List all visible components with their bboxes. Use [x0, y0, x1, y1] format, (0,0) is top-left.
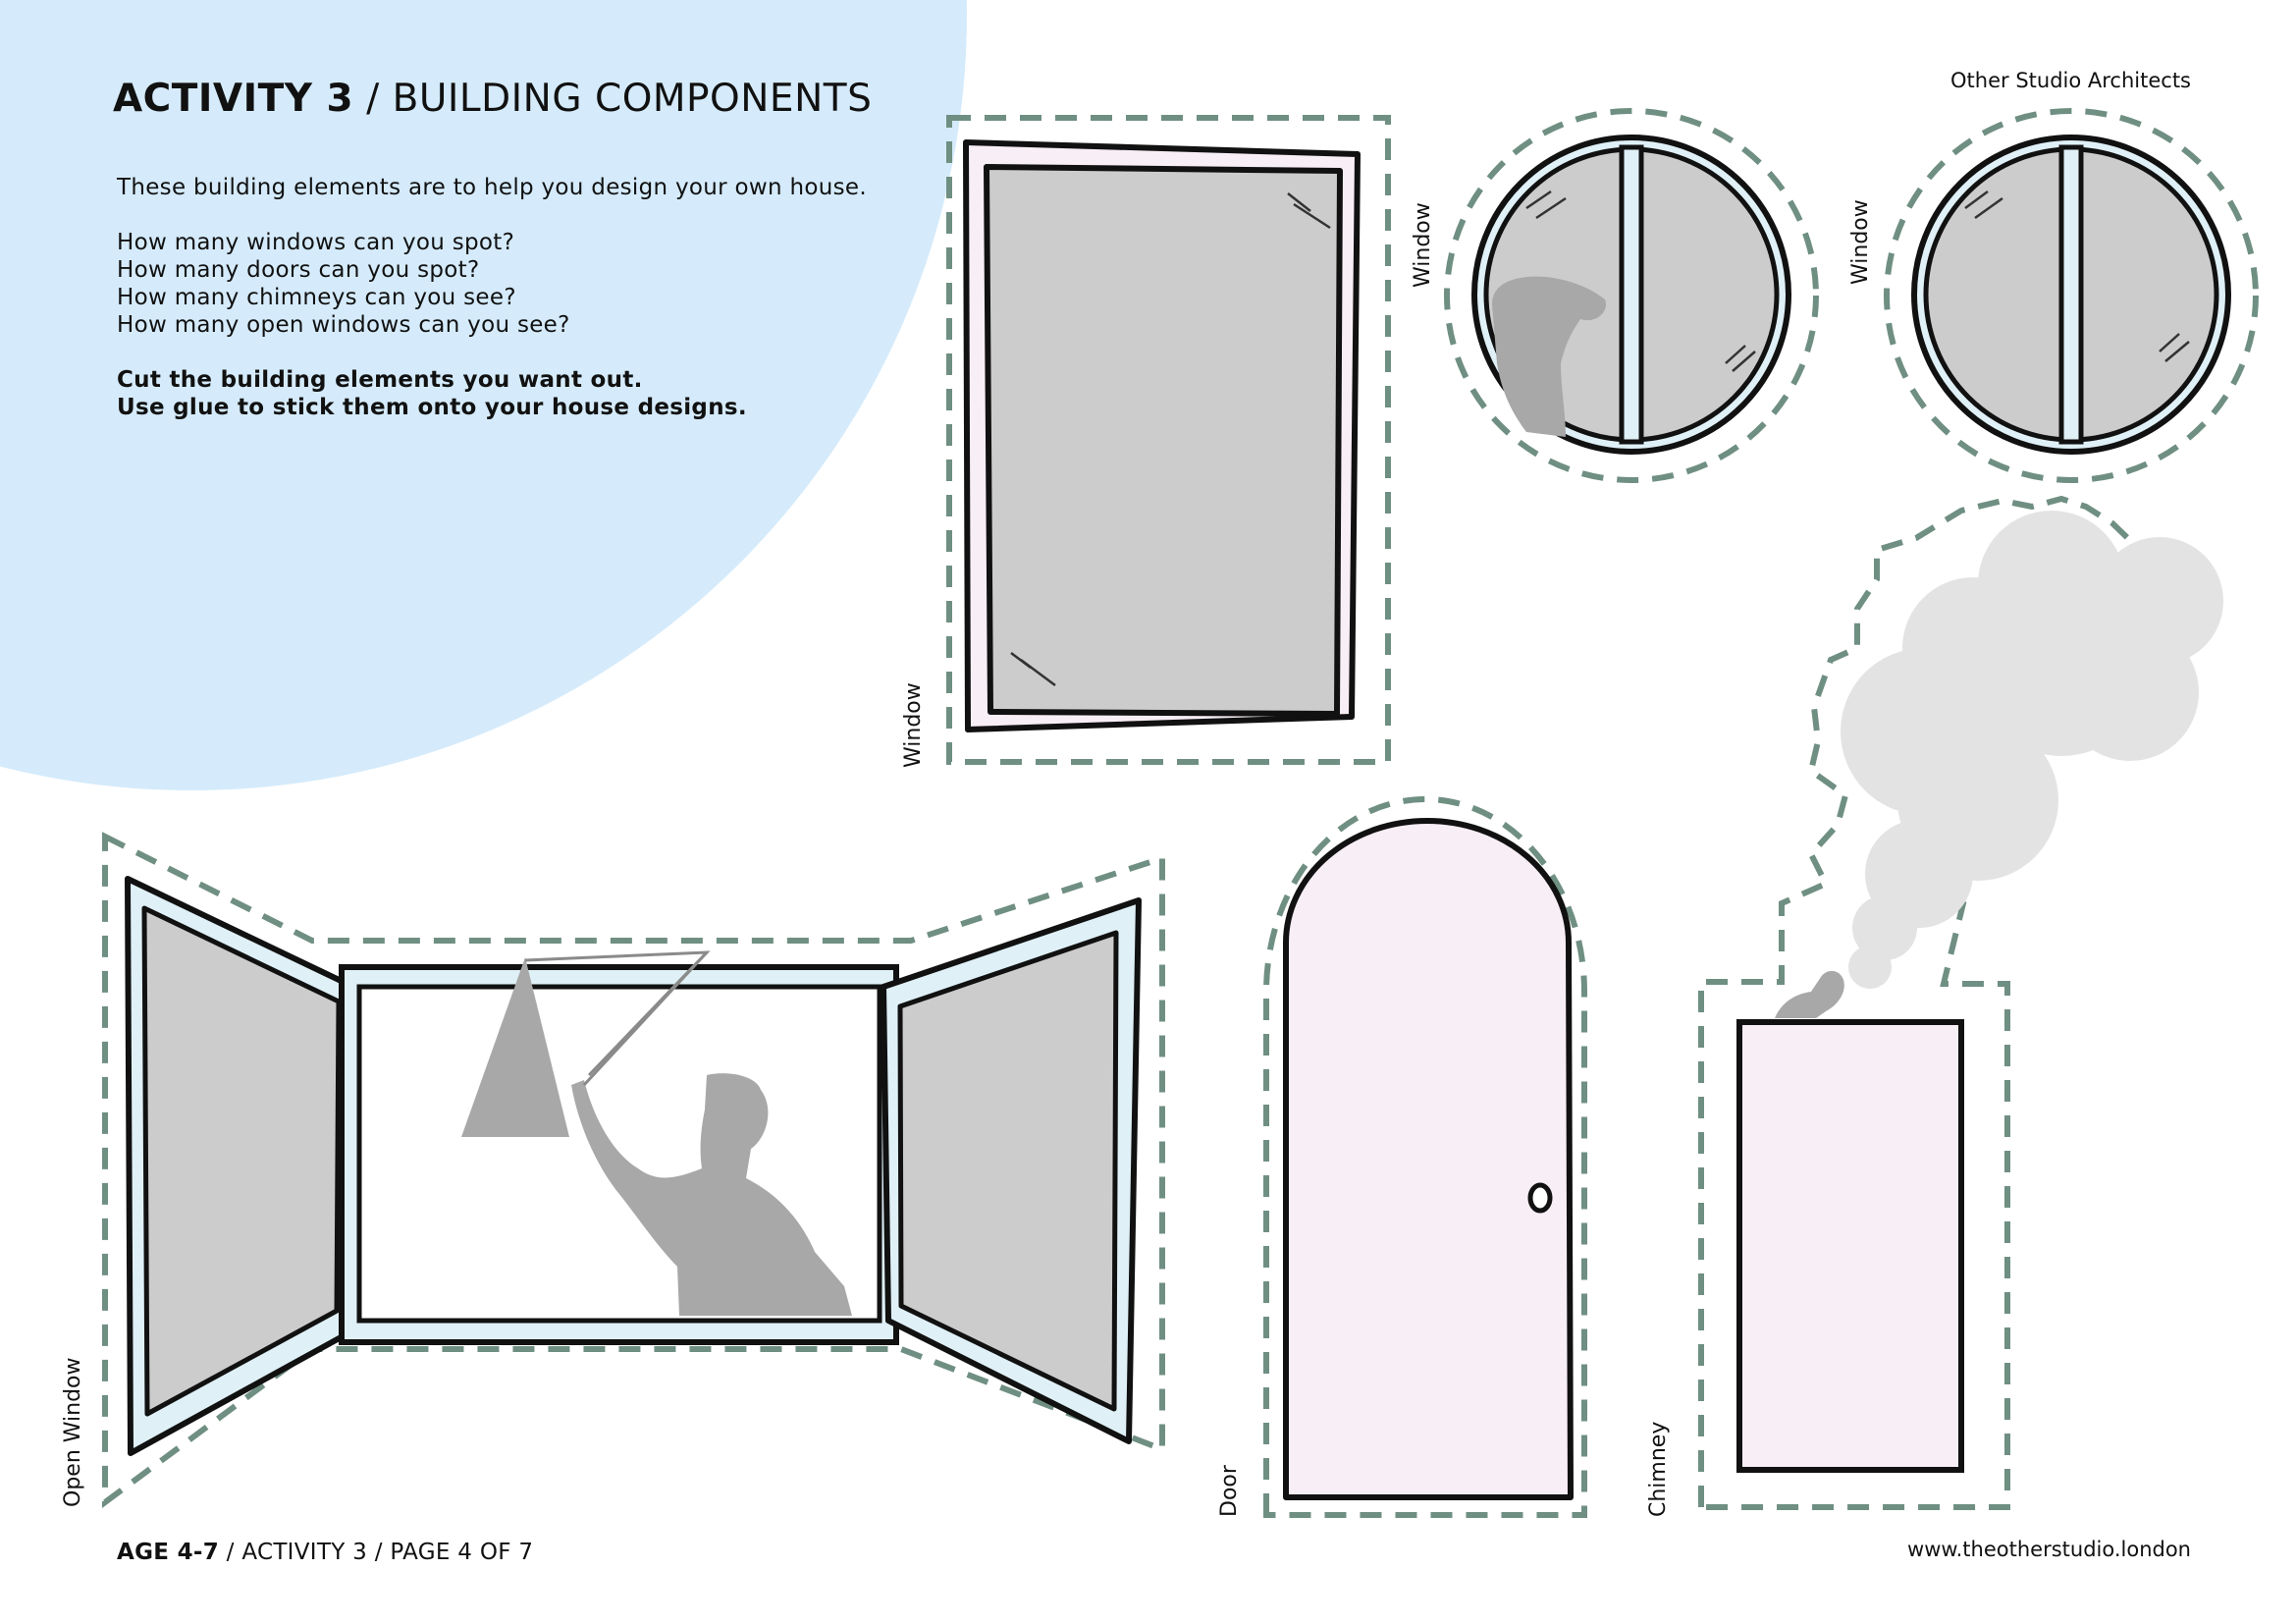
- label-open-window: Open Window: [61, 1357, 85, 1508]
- window-round-1: [1471, 135, 1791, 455]
- cut-line-window-round-2: [1884, 108, 2259, 483]
- background-circle: [0, 0, 967, 790]
- window-round-2: [1911, 135, 2231, 455]
- cut-line-open-window: [102, 832, 1165, 1508]
- cut-line-window-rect: [946, 115, 1391, 765]
- cut-line-door: [1263, 796, 1587, 1518]
- door: [1283, 818, 1574, 1500]
- label-window-rect: Window: [901, 682, 926, 768]
- cut-line-window-round-1: [1444, 108, 1819, 483]
- question-windows: How many windows can you spot?: [117, 230, 515, 255]
- footer-website: www.theotherstudio.london: [1907, 1538, 2191, 1561]
- footer-page-info: AGE 4-7 / ACTIVITY 3 / PAGE 4 OF 7: [117, 1540, 534, 1565]
- instruction-cut: Cut the building elements you want out.: [117, 367, 643, 393]
- label-chimney: Chimney: [1646, 1421, 1671, 1517]
- label-window-round-1: Window: [1411, 202, 1435, 288]
- open-window: [125, 876, 1142, 1456]
- studio-credit: Other Studio Architects: [1950, 69, 2191, 92]
- intro-text: These building elements are to help you …: [117, 174, 867, 421]
- label-door: Door: [1217, 1465, 1242, 1517]
- label-window-round-2: Window: [1848, 199, 1873, 285]
- window-rect: [963, 139, 1361, 732]
- question-chimneys: How many chimneys can you see?: [117, 285, 516, 310]
- question-doors: How many doors can you spot?: [117, 257, 480, 283]
- question-open-windows: How many open windows can you see?: [117, 312, 570, 338]
- page-title: ACTIVITY 3 / BUILDING COMPONENTS: [113, 77, 873, 121]
- intro-line: These building elements are to help you …: [117, 175, 867, 200]
- chimney: [1736, 511, 2223, 1473]
- instruction-glue: Use glue to stick them onto your house d…: [117, 395, 747, 420]
